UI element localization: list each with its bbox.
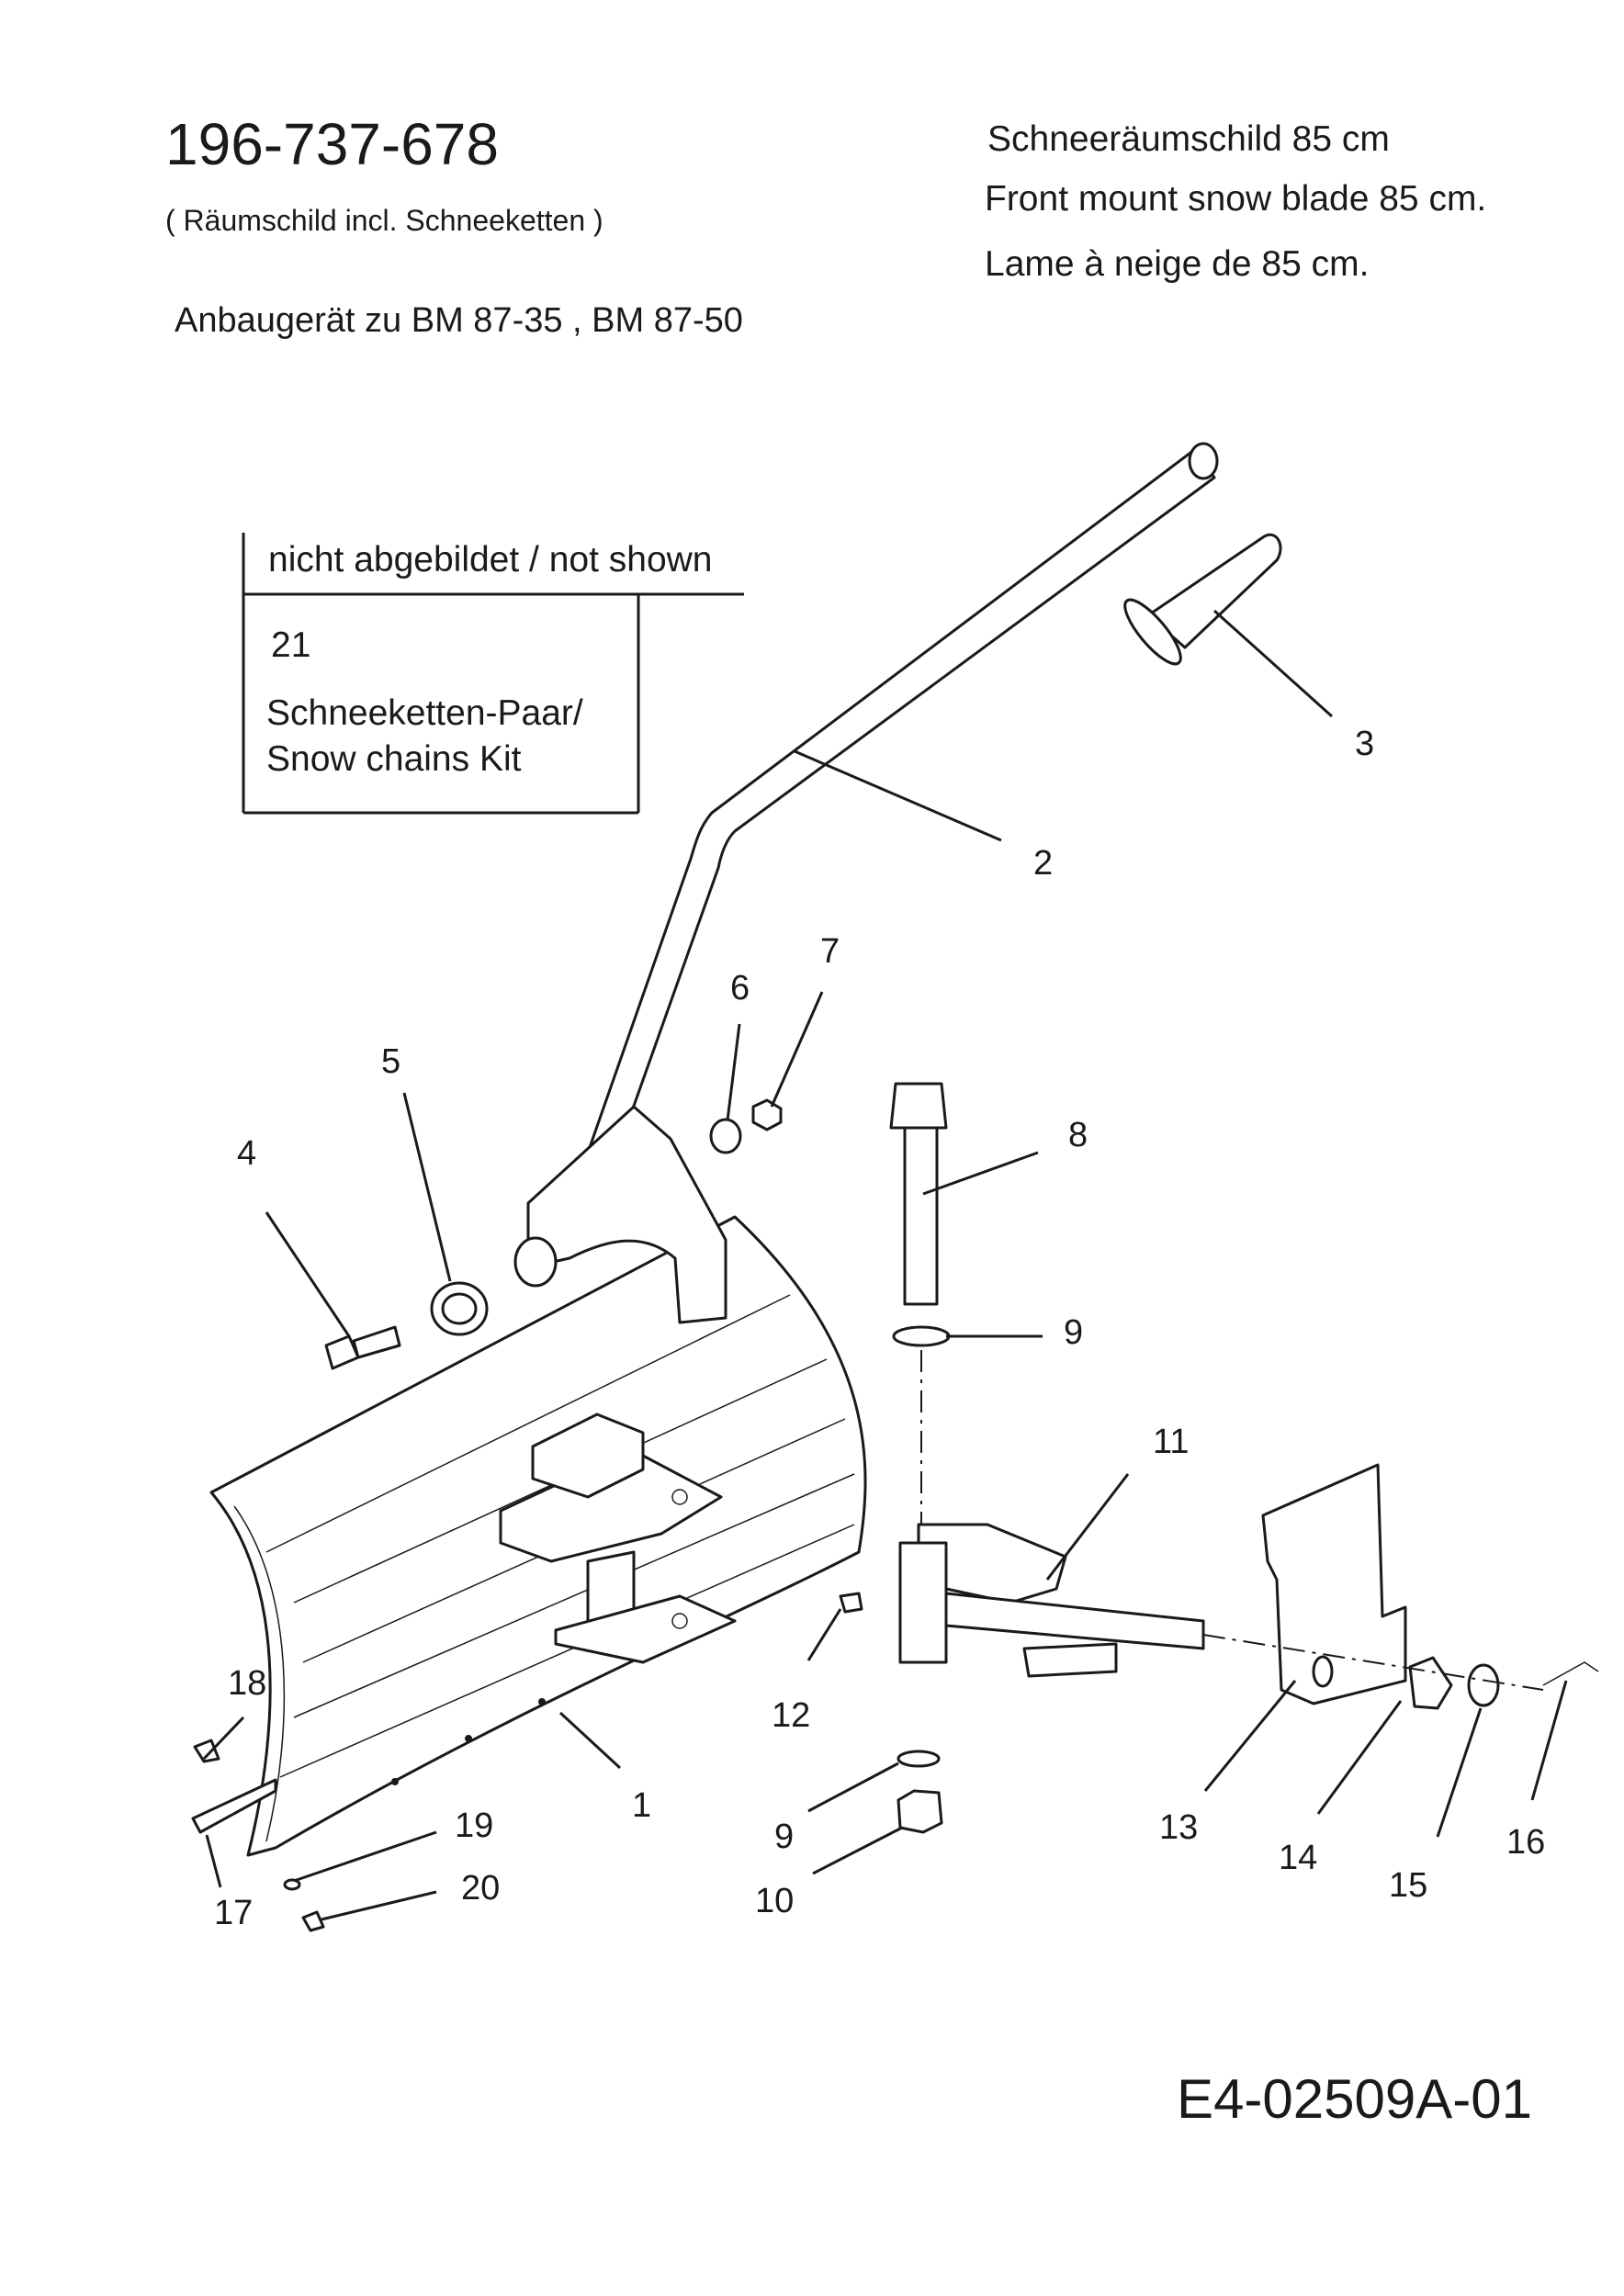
leader-lines bbox=[202, 609, 1568, 1921]
description-french: Lame à neige de 85 cm. bbox=[985, 244, 1370, 284]
callout-8: 8 bbox=[1068, 1116, 1088, 1154]
callout-9a: 9 bbox=[1064, 1313, 1083, 1352]
description-german: Schneeräumschild 85 cm bbox=[987, 119, 1390, 159]
not-shown-table bbox=[242, 533, 744, 815]
callout-2: 2 bbox=[1033, 844, 1053, 883]
callout-4: 4 bbox=[237, 1134, 256, 1173]
subtitle: ( Räumschild incl. Schneeketten ) bbox=[165, 204, 603, 237]
callout-18: 18 bbox=[228, 1664, 266, 1703]
part-number-title: 196-737-678 bbox=[165, 111, 499, 177]
callout-13: 13 bbox=[1159, 1808, 1198, 1847]
skid-hardware bbox=[191, 1739, 325, 1932]
washer-and-nut bbox=[709, 1098, 783, 1154]
callout-7: 7 bbox=[820, 932, 840, 971]
not-shown-header: nicht abgebildet / not shown bbox=[268, 540, 713, 580]
description-english: Front mount snow blade 85 cm. bbox=[985, 179, 1487, 219]
drawing-code: E4-02509A-01 bbox=[1177, 2068, 1532, 2130]
bolt-and-clamp bbox=[324, 1281, 489, 1370]
callout-17: 17 bbox=[214, 1894, 253, 1932]
callout-16: 16 bbox=[1506, 1823, 1545, 1862]
callout-6: 6 bbox=[730, 969, 750, 1007]
callout-14: 14 bbox=[1279, 1839, 1317, 1877]
blade-mount-bracket bbox=[499, 1412, 737, 1664]
callout-12: 12 bbox=[772, 1696, 810, 1735]
callout-5: 5 bbox=[381, 1042, 400, 1081]
callout-15: 15 bbox=[1389, 1866, 1427, 1905]
not-shown-item-line1: Schneeketten-Paar/ bbox=[266, 693, 583, 733]
callout-11: 11 bbox=[1153, 1423, 1189, 1461]
handle-grip bbox=[1123, 534, 1282, 666]
handle-tube bbox=[513, 442, 1219, 1324]
not-shown-item-number: 21 bbox=[271, 625, 311, 665]
callout-20: 20 bbox=[461, 1869, 500, 1908]
fitment-note: Anbaugerät zu BM 87-35 , BM 87-50 bbox=[175, 301, 743, 340]
callout-10: 10 bbox=[755, 1882, 794, 1920]
callout-numbers: 1 2 3 4 5 6 7 8 9 9 10 11 12 13 14 15 16… bbox=[214, 725, 1545, 1932]
callout-1: 1 bbox=[632, 1786, 651, 1825]
pivot-bolt-assembly bbox=[839, 1082, 1205, 1834]
callout-19: 19 bbox=[455, 1806, 493, 1845]
callout-9b: 9 bbox=[774, 1818, 794, 1856]
side-plate-and-hardware bbox=[1202, 1463, 1599, 1710]
not-shown-item-line2: Snow chains Kit bbox=[266, 739, 522, 779]
callout-3: 3 bbox=[1355, 725, 1374, 763]
